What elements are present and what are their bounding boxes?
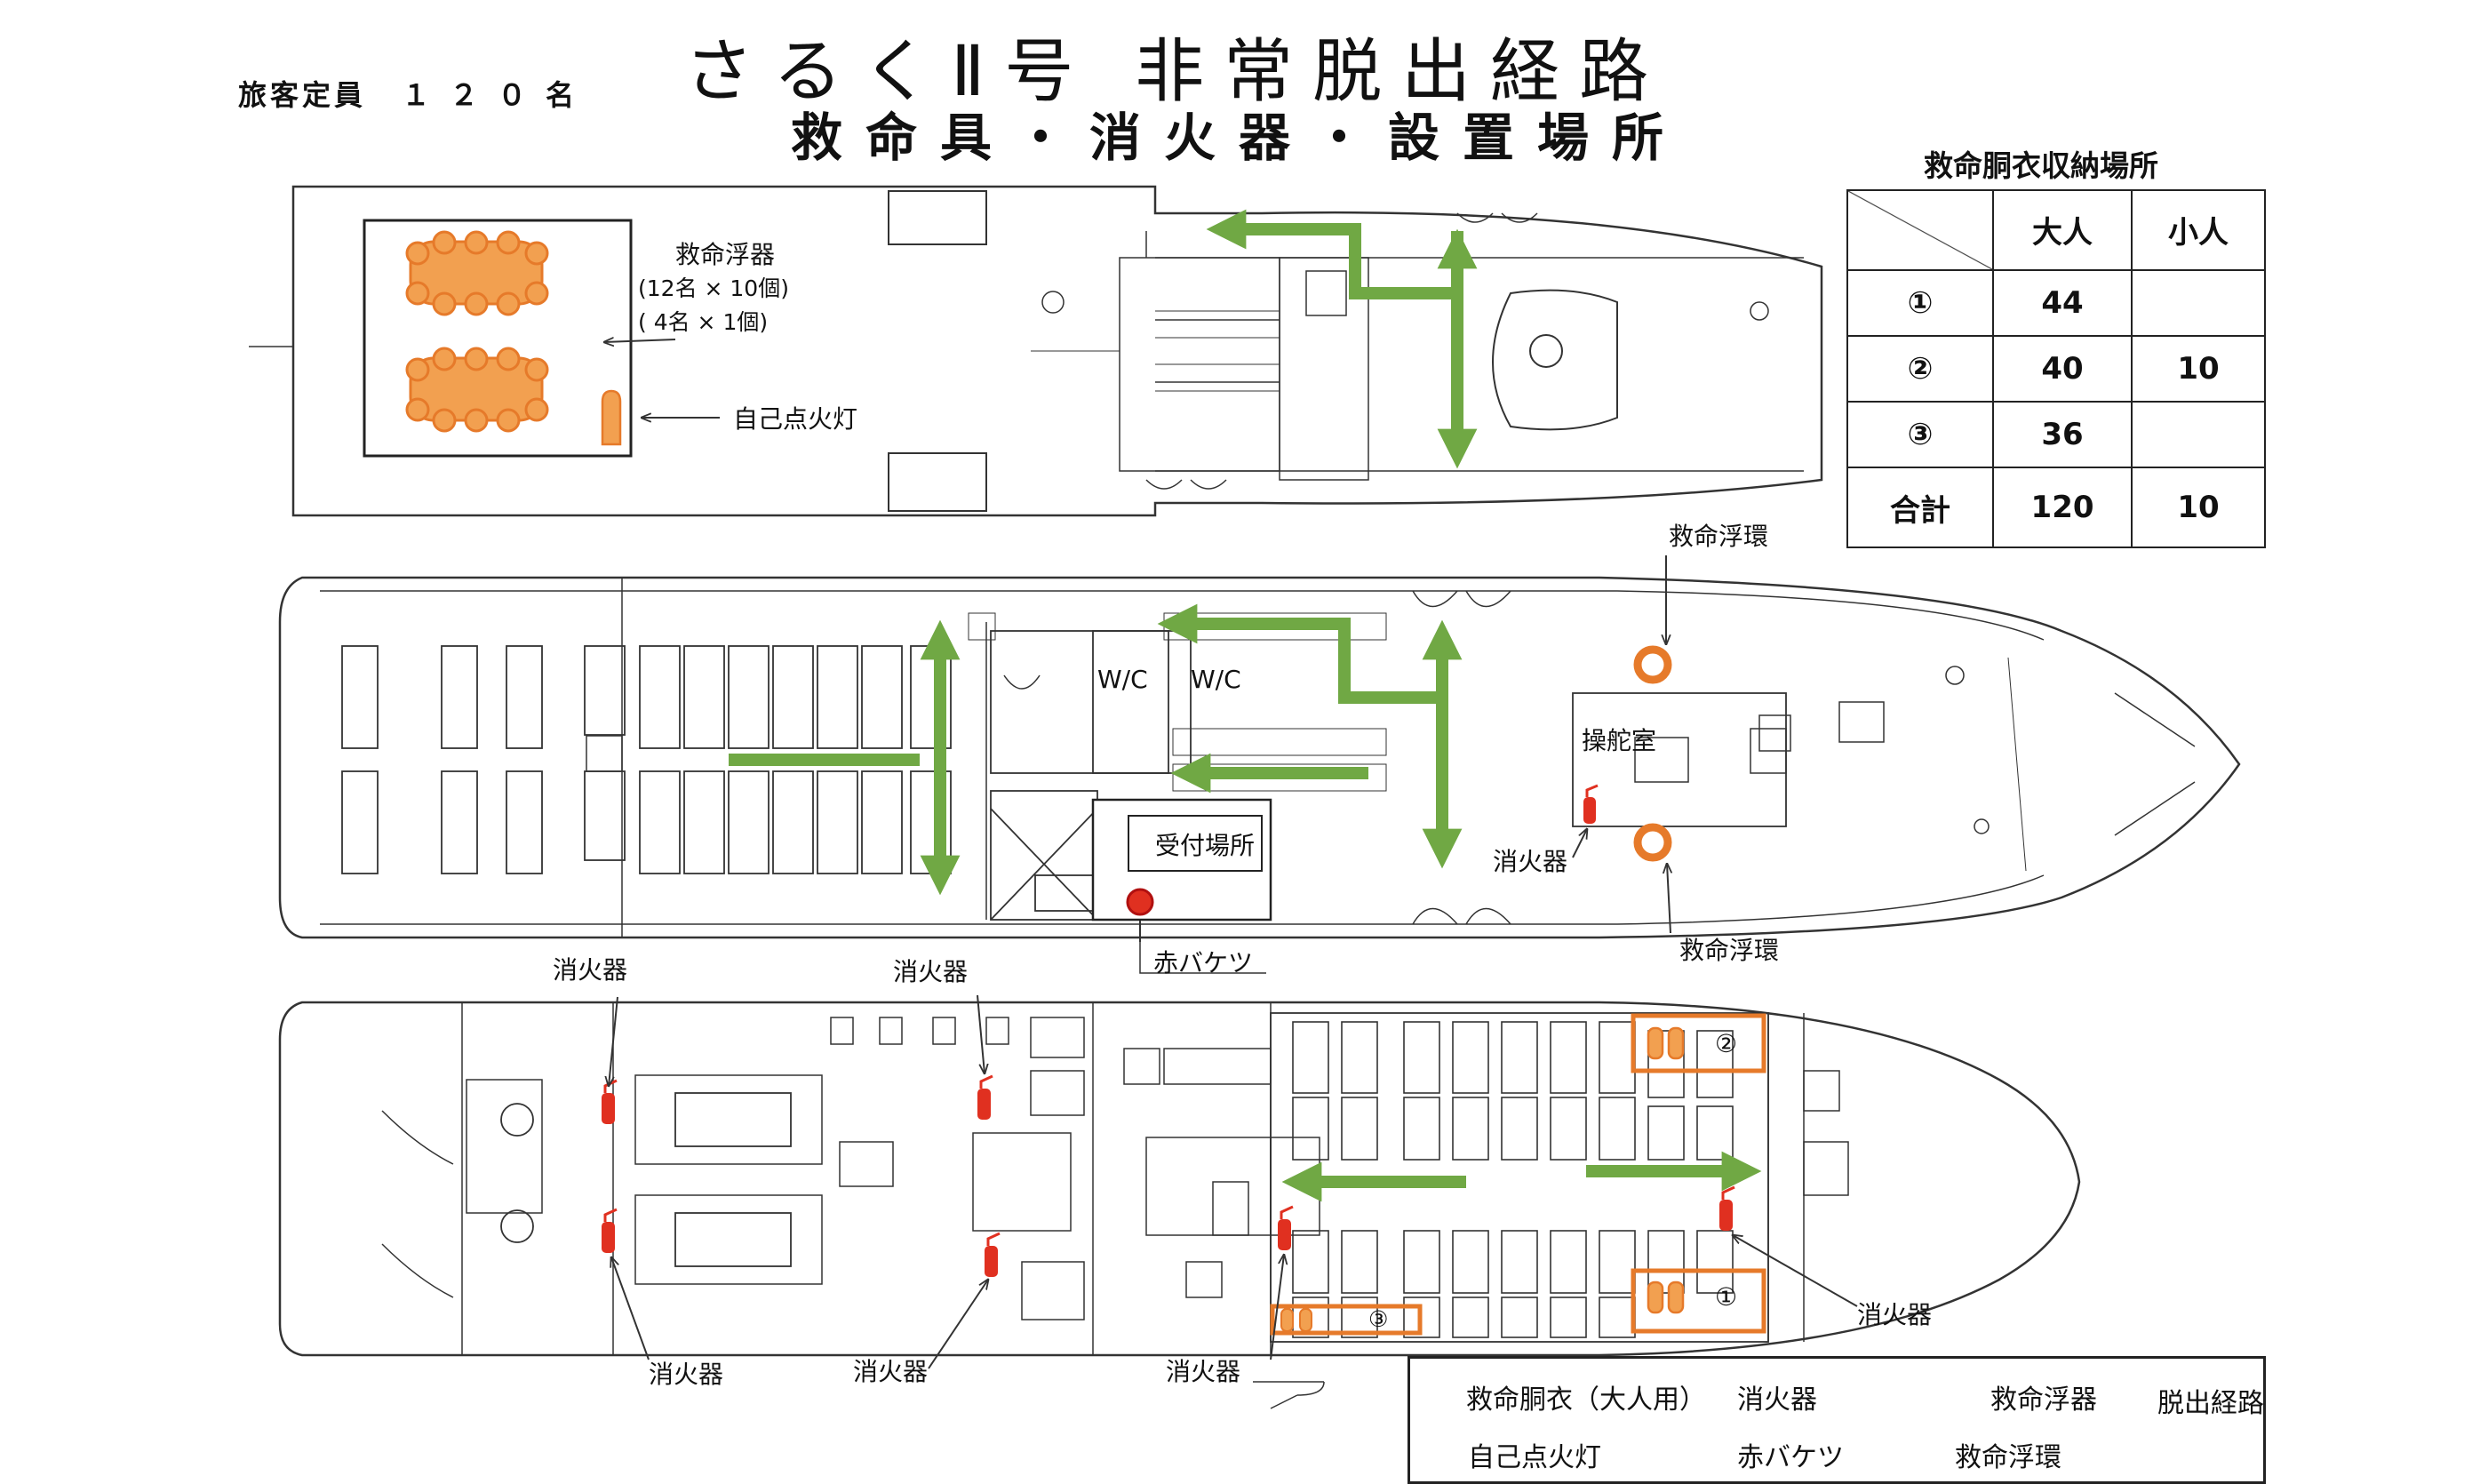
extinguisher-label: 消火器 [649, 1360, 724, 1389]
seating-rows [341, 645, 1152, 921]
extinguisher-label: 消火器 [1857, 1300, 1933, 1329]
wc-label-2: W/C [1191, 665, 1241, 694]
life-ring-label-bottom: 救命浮環 [1679, 936, 1780, 965]
table-cell: 10 [2131, 334, 2266, 403]
reception-label-box [1128, 815, 1263, 872]
capacity-label: 旅客定員 [238, 78, 367, 112]
seating-rows [1292, 1021, 1734, 1338]
escape-route-arrow-icon [1206, 209, 1478, 469]
table-cell: ② [1846, 334, 1994, 403]
lower-deck-outline [278, 1001, 2081, 1409]
life-raft-icon [405, 230, 549, 316]
vest-storage-3-label: ③ [1368, 1306, 1389, 1332]
vest-storage-table: 大人 小人 ① 44 ② 40 10 ③ 36 合計 120 10 [1846, 189, 2266, 548]
life-ring-label-top: 救命浮環 [1669, 522, 1769, 551]
table-cell [2131, 268, 2266, 337]
life-vest-icon [1280, 1308, 1312, 1332]
legend-raft-label: 救命浮器 [1990, 1384, 2097, 1416]
escape-route-arrow-icon [1281, 1151, 1762, 1202]
table-header-row: 大人 小人 [1846, 189, 2266, 271]
vest-storage-1-label: ① [1715, 1282, 1738, 1312]
bridge-label: 操舵室 [1582, 726, 1657, 755]
wc-label-1: W/C [1097, 665, 1148, 694]
table-cell: 合計 [1846, 467, 1994, 548]
life-vest-icon [1647, 1026, 1685, 1060]
extinguisher-icon [985, 1232, 1001, 1277]
extinguisher-label: 消火器 [1493, 847, 1568, 876]
life-vest-icon [1647, 1281, 1685, 1314]
extinguisher-icon [1719, 1185, 1735, 1231]
table-row: ③ 36 [1846, 401, 2266, 469]
table-cell: ③ [1846, 401, 1994, 469]
table-header-child: 小人 [2131, 189, 2266, 271]
page-subtitle: 救命具・消火器・設置場所 [791, 108, 1687, 168]
table-row: 合計 120 10 [1846, 467, 2266, 548]
raft-storage-box [363, 219, 633, 458]
table-cell: 36 [1991, 401, 2133, 469]
legend-ring-label: 救命浮環 [1955, 1442, 2061, 1473]
table-cell: 120 [1991, 467, 2133, 548]
life-ring-icon [1633, 645, 1672, 684]
red-bucket-label: 赤バケツ [1153, 948, 1254, 977]
table-cell: 10 [2131, 467, 2266, 548]
self-igniting-light-label: 自己点火灯 [733, 404, 858, 434]
legend [1407, 1356, 2266, 1484]
reception-label: 受付場所 [1155, 831, 1256, 860]
red-bucket-icon [1126, 888, 1154, 916]
vest-storage-1 [1631, 1268, 1766, 1334]
table-cell: 40 [1991, 334, 2133, 403]
extinguisher-label: 消火器 [553, 955, 628, 985]
page-title: さるくⅡ号 非常脱出経路 [684, 32, 1669, 112]
table-cell: ① [1846, 268, 1994, 337]
self-igniting-light-icon [601, 389, 622, 446]
legend-extinguisher-label: 消火器 [1737, 1384, 1817, 1416]
legend-light-label: 自己点火灯 [1468, 1442, 1601, 1473]
vest-storage-3 [1270, 1304, 1423, 1336]
capacity-value: １２０名 [402, 78, 594, 112]
escape-route-arrow-icon [729, 603, 1463, 896]
raft-count-4: ( 4名 × 1個) [638, 309, 769, 335]
extinguisher-icon [1278, 1205, 1294, 1250]
table-row: ② 40 10 [1846, 334, 2266, 403]
vest-storage-2 [1631, 1013, 1766, 1073]
legend-route-label: 脱出経路 [2157, 1388, 2264, 1419]
extinguisher-icon [602, 1208, 618, 1253]
passenger-capacity: 旅客定員 １２０名 [238, 73, 594, 114]
extinguisher-label: 消火器 [1166, 1357, 1241, 1386]
life-raft-icon [405, 347, 549, 433]
table-header-adult: 大人 [1991, 189, 2133, 271]
extinguisher-icon [1583, 784, 1599, 824]
extinguisher-icon [602, 1079, 618, 1124]
table-cell [2131, 401, 2266, 469]
extinguisher-icon [977, 1074, 993, 1120]
leader-lines [609, 994, 1858, 1369]
life-ring-icon [1633, 823, 1672, 862]
legend-bucket-label: 赤バケツ [1737, 1442, 1844, 1473]
vest-storage-2-label: ② [1715, 1029, 1738, 1058]
raft-label: 救命浮器 [675, 240, 776, 269]
vest-table-title: 救命胴衣収納場所 [1924, 148, 2158, 183]
table-cell: 44 [1991, 268, 2133, 337]
table-row: ① 44 [1846, 268, 2266, 337]
legend-vest-label: 救命胴衣（大人用） [1466, 1384, 1706, 1416]
table-corner-cell [1846, 189, 1994, 271]
extinguisher-label: 消火器 [853, 1357, 929, 1386]
upper-deck-outline [249, 185, 1823, 517]
raft-count-12: (12名 × 10個) [638, 275, 789, 301]
extinguisher-label: 消火器 [893, 957, 969, 986]
